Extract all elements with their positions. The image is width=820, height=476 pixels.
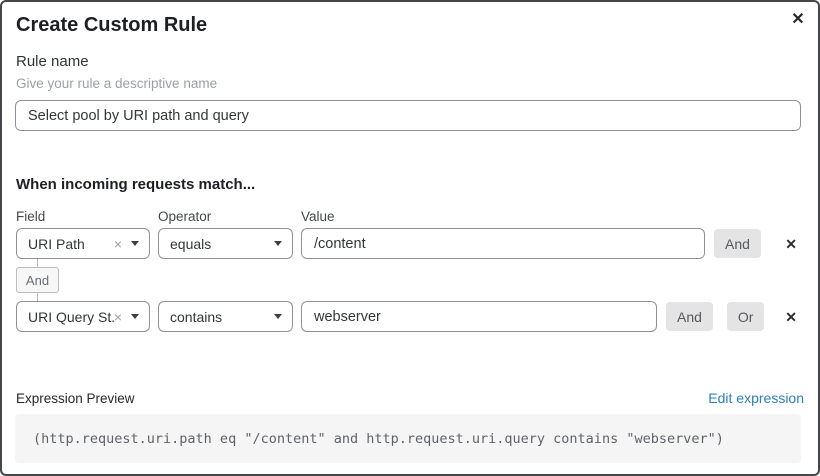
chevron-down-icon: [274, 241, 282, 246]
dialog-title: Create Custom Rule: [16, 14, 208, 36]
value-input[interactable]: [301, 301, 657, 332]
field-column-label: Field: [16, 209, 46, 224]
remove-condition-icon[interactable]: ✕: [785, 308, 797, 325]
and-button[interactable]: And: [666, 302, 713, 331]
chevron-down-icon: [274, 314, 282, 319]
and-button[interactable]: And: [714, 229, 761, 258]
condition-connector: And: [16, 259, 805, 301]
condition-row: URI Path × equals And ✕: [16, 228, 805, 259]
operator-select-value: contains: [170, 308, 223, 325]
and-connector-badge: And: [16, 267, 59, 293]
field-select[interactable]: URI Path ×: [16, 228, 150, 259]
match-section-heading: When incoming requests match...: [16, 176, 256, 193]
condition-row: URI Query St... × contains And Or ✕: [16, 301, 805, 332]
field-select[interactable]: URI Query St... ×: [16, 301, 150, 332]
rule-name-helper: Give your rule a descriptive name: [16, 76, 218, 91]
operator-column-label: Operator: [158, 209, 212, 224]
rule-name-input[interactable]: [15, 100, 801, 131]
value-column-label: Value: [301, 209, 335, 224]
or-button[interactable]: Or: [726, 302, 765, 331]
operator-select-value: equals: [170, 235, 212, 252]
operator-select[interactable]: contains: [158, 301, 293, 332]
condition-column-labels: Field Operator Value: [16, 208, 805, 225]
expression-preview-label: Expression Preview: [16, 391, 135, 406]
clear-selection-icon[interactable]: ×: [113, 235, 122, 252]
chevron-down-icon: [131, 241, 139, 246]
remove-condition-icon[interactable]: ✕: [785, 235, 797, 252]
clear-selection-icon[interactable]: ×: [113, 308, 122, 325]
chevron-down-icon: [131, 314, 139, 319]
close-icon[interactable]: ✕: [786, 8, 810, 32]
field-select-value: URI Path: [28, 235, 85, 252]
rule-name-label: Rule name: [16, 53, 89, 70]
value-input[interactable]: [301, 228, 705, 259]
operator-select[interactable]: equals: [158, 228, 293, 259]
field-select-value: URI Query St...: [28, 308, 114, 325]
expression-preview-header: Expression Preview Edit expression: [16, 390, 804, 407]
expression-code-block: (http.request.uri.path eq "/content" and…: [15, 414, 801, 463]
edit-expression-link[interactable]: Edit expression: [708, 390, 804, 406]
